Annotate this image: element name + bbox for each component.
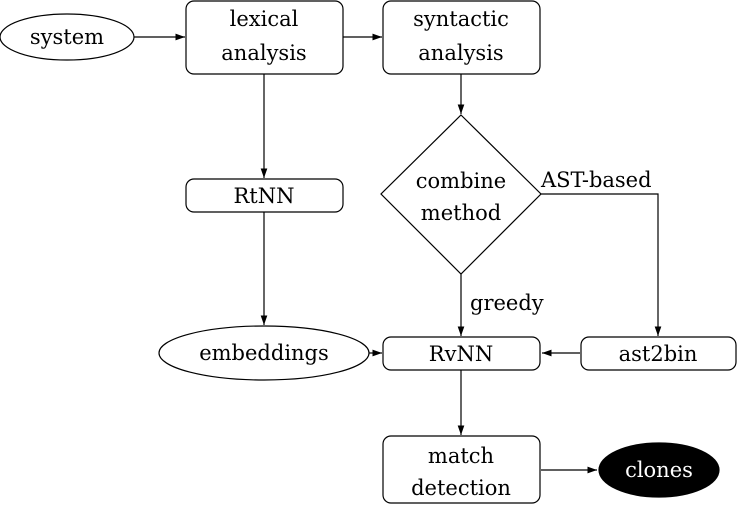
combine-method-decision: combine method (380, 114, 542, 275)
lexical-analysis-node: lexical analysis (185, 0, 344, 75)
combine-label-line2: method (421, 201, 501, 225)
clones-node: clones (598, 442, 720, 498)
rvnn-label: RvNN (429, 342, 493, 366)
rtnn-node: RtNN (185, 178, 344, 213)
rtnn-label: RtNN (233, 184, 294, 208)
syntactic-label-line1: syntactic (413, 7, 509, 31)
match-label-line2: detection (411, 476, 511, 500)
ast2bin-node: ast2bin (580, 336, 737, 371)
syntactic-label-line2: analysis (418, 41, 503, 65)
ast-based-edge-label: AST-based (540, 168, 652, 192)
combine-label-line1: combine (416, 169, 506, 193)
lexical-label-line1: lexical (230, 7, 299, 31)
ast2bin-label: ast2bin (619, 342, 698, 366)
clones-label: clones (625, 458, 693, 482)
embeddings-node: embeddings (158, 325, 370, 381)
match-label-line1: match (428, 444, 494, 468)
system-label: system (30, 25, 104, 49)
edge-combine-to-ast2bin (541, 193, 662, 336)
edges (134, 33, 662, 474)
lexical-label-line2: analysis (221, 41, 306, 65)
syntactic-analysis-node: syntactic analysis (382, 0, 541, 75)
system-node: system (0, 13, 135, 61)
greedy-edge-label: greedy (470, 291, 544, 315)
rvnn-node: RvNN (382, 336, 541, 371)
match-detection-node: match detection (382, 435, 541, 504)
embeddings-label: embeddings (199, 341, 329, 365)
